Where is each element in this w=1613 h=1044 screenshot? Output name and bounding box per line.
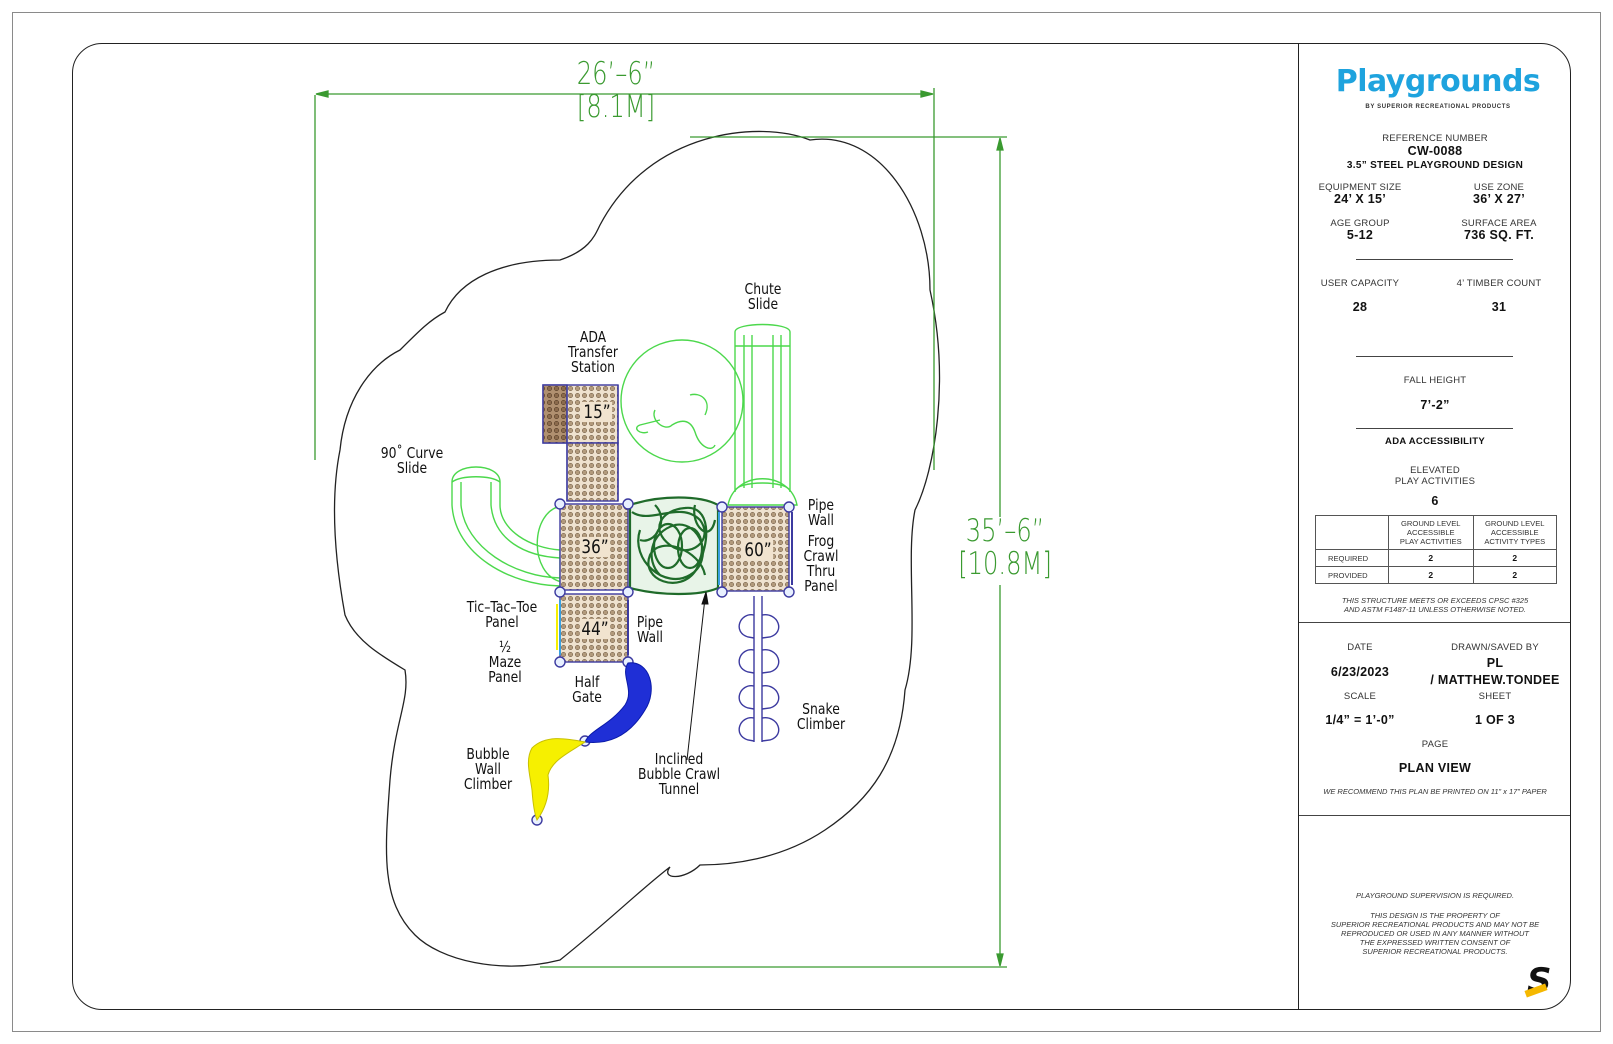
depth-dimension xyxy=(540,136,1007,968)
side-panels xyxy=(556,512,793,655)
drawn-by-value: PL / MATTHEW.TONDEE xyxy=(1430,656,1560,687)
ada-transfer-label: ADA Transfer Station xyxy=(568,328,618,376)
yellow-climber-drawing xyxy=(527,738,587,822)
sheet-border xyxy=(12,12,1601,1032)
ada-table: GROUND LEVEL ACCESSIBLE PLAY ACTIVITIES … xyxy=(1315,515,1558,584)
deck-15-label: 15” xyxy=(581,401,613,423)
deck-60-label: 60” xyxy=(742,539,774,561)
leader-lines xyxy=(686,591,709,761)
date-caption: DATE xyxy=(1347,642,1373,653)
property-note: THIS DESIGN IS THE PROPERTY OF SUPERIOR … xyxy=(1330,911,1540,956)
drawing-frame xyxy=(72,43,1571,1010)
age-group-value: 5-12 xyxy=(1346,228,1374,242)
snake-climber-drawing xyxy=(738,596,780,742)
use-zone-value: 36’ X 27’ xyxy=(1472,192,1526,206)
deck-36-label: 36” xyxy=(579,536,611,558)
ada-row-value: 2 xyxy=(1472,549,1558,567)
surface-area-caption: SURFACE AREA xyxy=(1461,218,1537,229)
divider-1 xyxy=(1356,259,1513,260)
section-divider-1 xyxy=(1299,622,1570,623)
surface-area-value: 736 SQ. FT. xyxy=(1464,228,1534,242)
divider-2 xyxy=(1356,356,1513,357)
section-divider-2 xyxy=(1299,815,1570,816)
date-value: 6/23/2023 xyxy=(1330,665,1390,679)
pipe-wall-right-label: Pipe Wall xyxy=(807,496,835,529)
chute-slide-drawing xyxy=(727,323,798,506)
drawn-by-caption: DRAWN/SAVED BY xyxy=(1451,642,1539,653)
ada-accessibility-title: ADA ACCESSIBILITY xyxy=(1385,436,1485,447)
ada-row-value: 2 xyxy=(1472,566,1558,584)
depth-meters: [10.8M] xyxy=(958,546,1052,582)
elevated-activities-value: 6 xyxy=(1431,494,1439,508)
ada-row-value: 2 xyxy=(1388,549,1474,567)
title-block-divider xyxy=(1298,44,1299,1009)
fall-height-value: 7’-2” xyxy=(1420,398,1450,412)
ada-table-col2: GROUND LEVEL ACCESSIBLE ACTIVITY TYPES xyxy=(1472,515,1558,550)
sheet-caption: SHEET xyxy=(1478,691,1512,702)
user-capacity-caption: USER CAPACITY xyxy=(1320,278,1400,289)
fall-height-caption: FALL HEIGHT xyxy=(1403,375,1467,386)
age-group-caption: AGE GROUP xyxy=(1330,218,1390,229)
frog-panel-label: Frog Crawl Thru Panel xyxy=(803,532,839,595)
elevated-activities-caption: ELEVATED PLAY ACTIVITIES xyxy=(1394,465,1476,487)
width-dimension xyxy=(314,88,935,470)
divider-3 xyxy=(1356,428,1513,429)
half-gate-label: Half Gate xyxy=(572,673,602,706)
snake-climber-label: Snake Climber xyxy=(796,700,846,733)
maze-panel-label: ½ Maze Panel xyxy=(488,638,522,686)
width-meters: [8.1M] xyxy=(576,89,656,125)
user-capacity-value: 28 xyxy=(1352,300,1368,314)
bubble-wall-label: Bubble Wall Climber xyxy=(463,745,513,793)
brand-logo: Playgrounds xyxy=(1335,64,1541,99)
pipe-wall-left-label: Pipe Wall xyxy=(636,613,664,646)
scale-value: 1/4” = 1’-0” xyxy=(1325,713,1395,727)
use-zone-outline xyxy=(333,130,941,967)
crawl-tunnel-label: Inclined Bubble Crawl Tunnel xyxy=(637,750,721,798)
crawl-tunnel-drawing xyxy=(628,496,720,596)
page-caption: PAGE xyxy=(1421,739,1449,750)
ada-table-col1: GROUND LEVEL ACCESSIBLE PLAY ACTIVITIES xyxy=(1388,515,1474,550)
width-feet: 26’–6” xyxy=(576,56,656,92)
print-note: WE RECOMMEND THIS PLAN BE PRINTED ON 11”… xyxy=(1323,787,1547,796)
ada-row-label: REQUIRED xyxy=(1315,549,1389,567)
curve-slide-drawing xyxy=(451,466,563,587)
reference-caption: REFERENCE NUMBER xyxy=(1382,133,1488,144)
ada-row-label: PROVIDED xyxy=(1315,566,1389,584)
brand-subtitle: BY SUPERIOR RECREATIONAL PRODUCTS xyxy=(1365,104,1511,110)
deck-44-label: 44” xyxy=(579,618,611,640)
ada-table-corner xyxy=(1315,515,1389,550)
ada-row-value: 2 xyxy=(1388,566,1474,584)
superior-s-logo: S xyxy=(1524,961,1552,1001)
sheet-value: 1 OF 3 xyxy=(1474,713,1515,727)
curve-slide-label: 90˚ Curve Slide xyxy=(380,444,444,477)
timber-count-caption: 4’ TIMBER COUNT xyxy=(1456,278,1542,289)
compliance-note: THIS STRUCTURE MEETS OR EXCEEDS CPSC #32… xyxy=(1341,596,1529,614)
reference-number: CW-0088 xyxy=(1407,144,1463,158)
depth-feet: 35’–6” xyxy=(965,513,1045,549)
supervision-note: PLAYGROUND SUPERVISION IS REQUIRED. xyxy=(1355,891,1515,900)
timber-count-value: 31 xyxy=(1491,300,1507,314)
chute-slide-label: Chute Slide xyxy=(744,280,782,313)
equipment-size-caption: EQUIPMENT SIZE xyxy=(1318,182,1402,193)
design-name: 3.5” STEEL PLAYGROUND DESIGN xyxy=(1346,160,1524,171)
page-value: PLAN VIEW xyxy=(1398,761,1472,775)
width-dimension-label: 26’–6” [8.1M] xyxy=(569,58,663,124)
scale-caption: SCALE xyxy=(1343,691,1377,702)
use-zone-caption: USE ZONE xyxy=(1473,182,1525,193)
equipment-size-value: 24’ X 15’ xyxy=(1333,192,1387,206)
ada-transfer-symbol xyxy=(620,339,744,463)
tic-tac-toe-label: Tic–Tac–Toe Panel xyxy=(466,598,538,631)
depth-dimension-label: 35’–6” [10.8M] xyxy=(954,515,1055,581)
